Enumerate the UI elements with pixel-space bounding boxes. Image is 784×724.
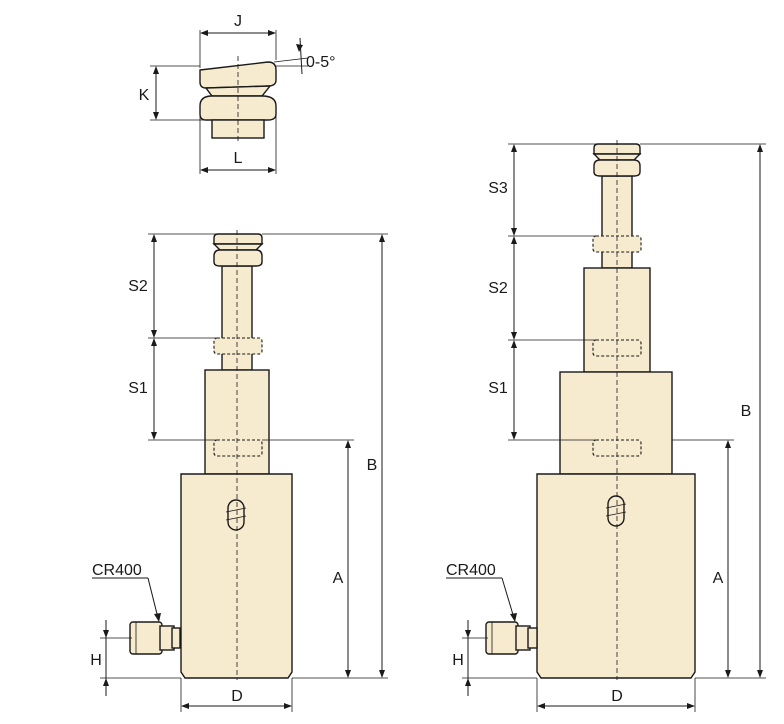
cyl2-main-body [180,473,293,679]
three-stage-cylinder: S3 S2 S1 B A D [446,140,766,712]
dim-j-label: J [234,13,242,30]
cyl3-dim-h-label: H [452,652,464,669]
cyl2-saddle-top [213,233,263,245]
cyl2-coupler [129,621,181,655]
cyl3-dim-d-label: D [611,688,623,705]
cyl2-coupler-label: CR400 [92,562,142,579]
dim-l-label: L [234,150,243,167]
cyl3-stage-1 [559,371,673,475]
cyl3-dim-s3-label: S3 [488,180,508,197]
cyl3-coupler-label: CR400 [446,562,496,579]
two-stage-cylinder: S2 S1 B A D H [90,230,388,712]
saddle-detail: J 0-5° K L [139,13,336,174]
cyl3-dim-s1-label: S1 [488,380,508,397]
cyl2-dim-d-label: D [231,688,243,705]
cyl2-saddle-neck [212,243,264,251]
dim-tilt-line [299,37,303,75]
cyl2-saddle-base [213,249,263,267]
cyl3-dim-s2-label: S2 [488,280,508,297]
cyl3-dim-a-label: A [713,570,724,587]
cyl2-saddle-retracted-1 [213,337,263,355]
dim-k-label: K [139,87,150,104]
cyl3-main-body [536,473,696,679]
cyl2-oil-port-slot [227,499,245,531]
cyl3-dim-b-label: B [741,403,752,420]
cyl3-oil-port-slot [607,495,625,527]
dim-tilt-label: 0-5° [306,54,336,71]
cyl2-dim-a-label: A [333,570,344,587]
cyl2-dim-s2-label: S2 [128,278,148,295]
cyl3-coupler [485,621,538,655]
cyl2-dim-b-label: B [367,457,378,474]
cyl2-dim-h-label: H [90,652,102,669]
cyl2-dim-s1-label: S1 [128,380,148,397]
